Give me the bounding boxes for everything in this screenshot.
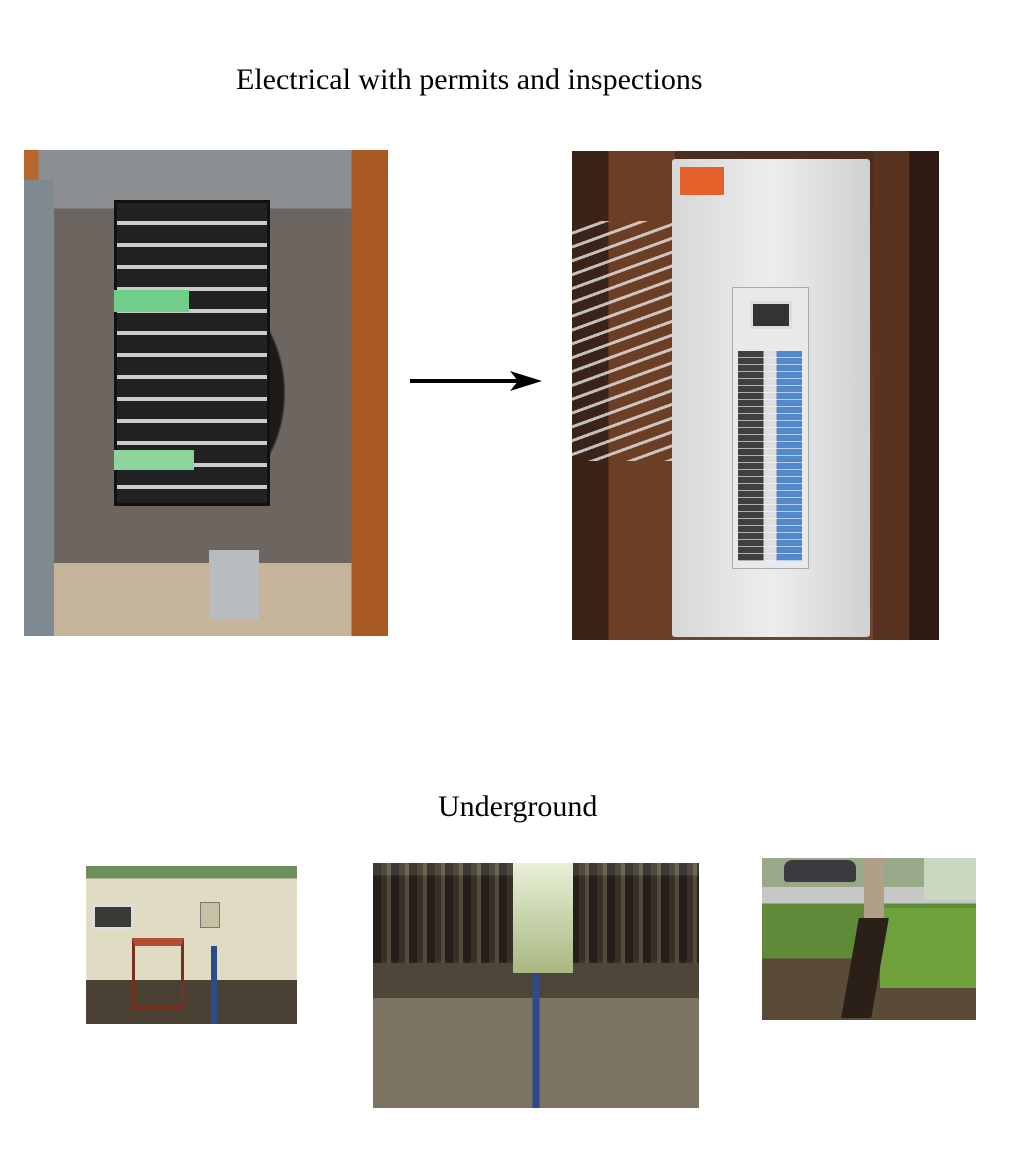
tape-label: [114, 450, 194, 470]
utility-pole: [864, 858, 884, 918]
chair: [132, 938, 184, 1009]
panel-door: [24, 180, 54, 636]
breaker-rows: [738, 351, 802, 561]
inspection-sticker: [680, 167, 724, 195]
main-breaker: [750, 301, 792, 329]
truck: [924, 858, 976, 900]
disconnect-box: [209, 550, 259, 620]
lawn: [880, 908, 976, 988]
electrical-heading: Electrical with permits and inspections: [236, 63, 703, 96]
new-electrical-panel-photo: [572, 151, 939, 640]
window: [92, 904, 134, 930]
sky-opening: [513, 863, 573, 973]
underground-heading: Underground: [438, 790, 598, 823]
tape-label: [114, 290, 189, 312]
trench-through-trees-photo: [373, 863, 699, 1108]
meter-box: [200, 902, 220, 928]
conduit: [211, 946, 217, 1024]
house-meter-conduit-photo: [86, 866, 297, 1024]
wires: [572, 221, 672, 461]
car: [784, 860, 856, 882]
arrow-right-icon: [410, 371, 542, 391]
old-electrical-panel-photo: [24, 150, 388, 636]
pole-trench-photo: [762, 858, 976, 1020]
